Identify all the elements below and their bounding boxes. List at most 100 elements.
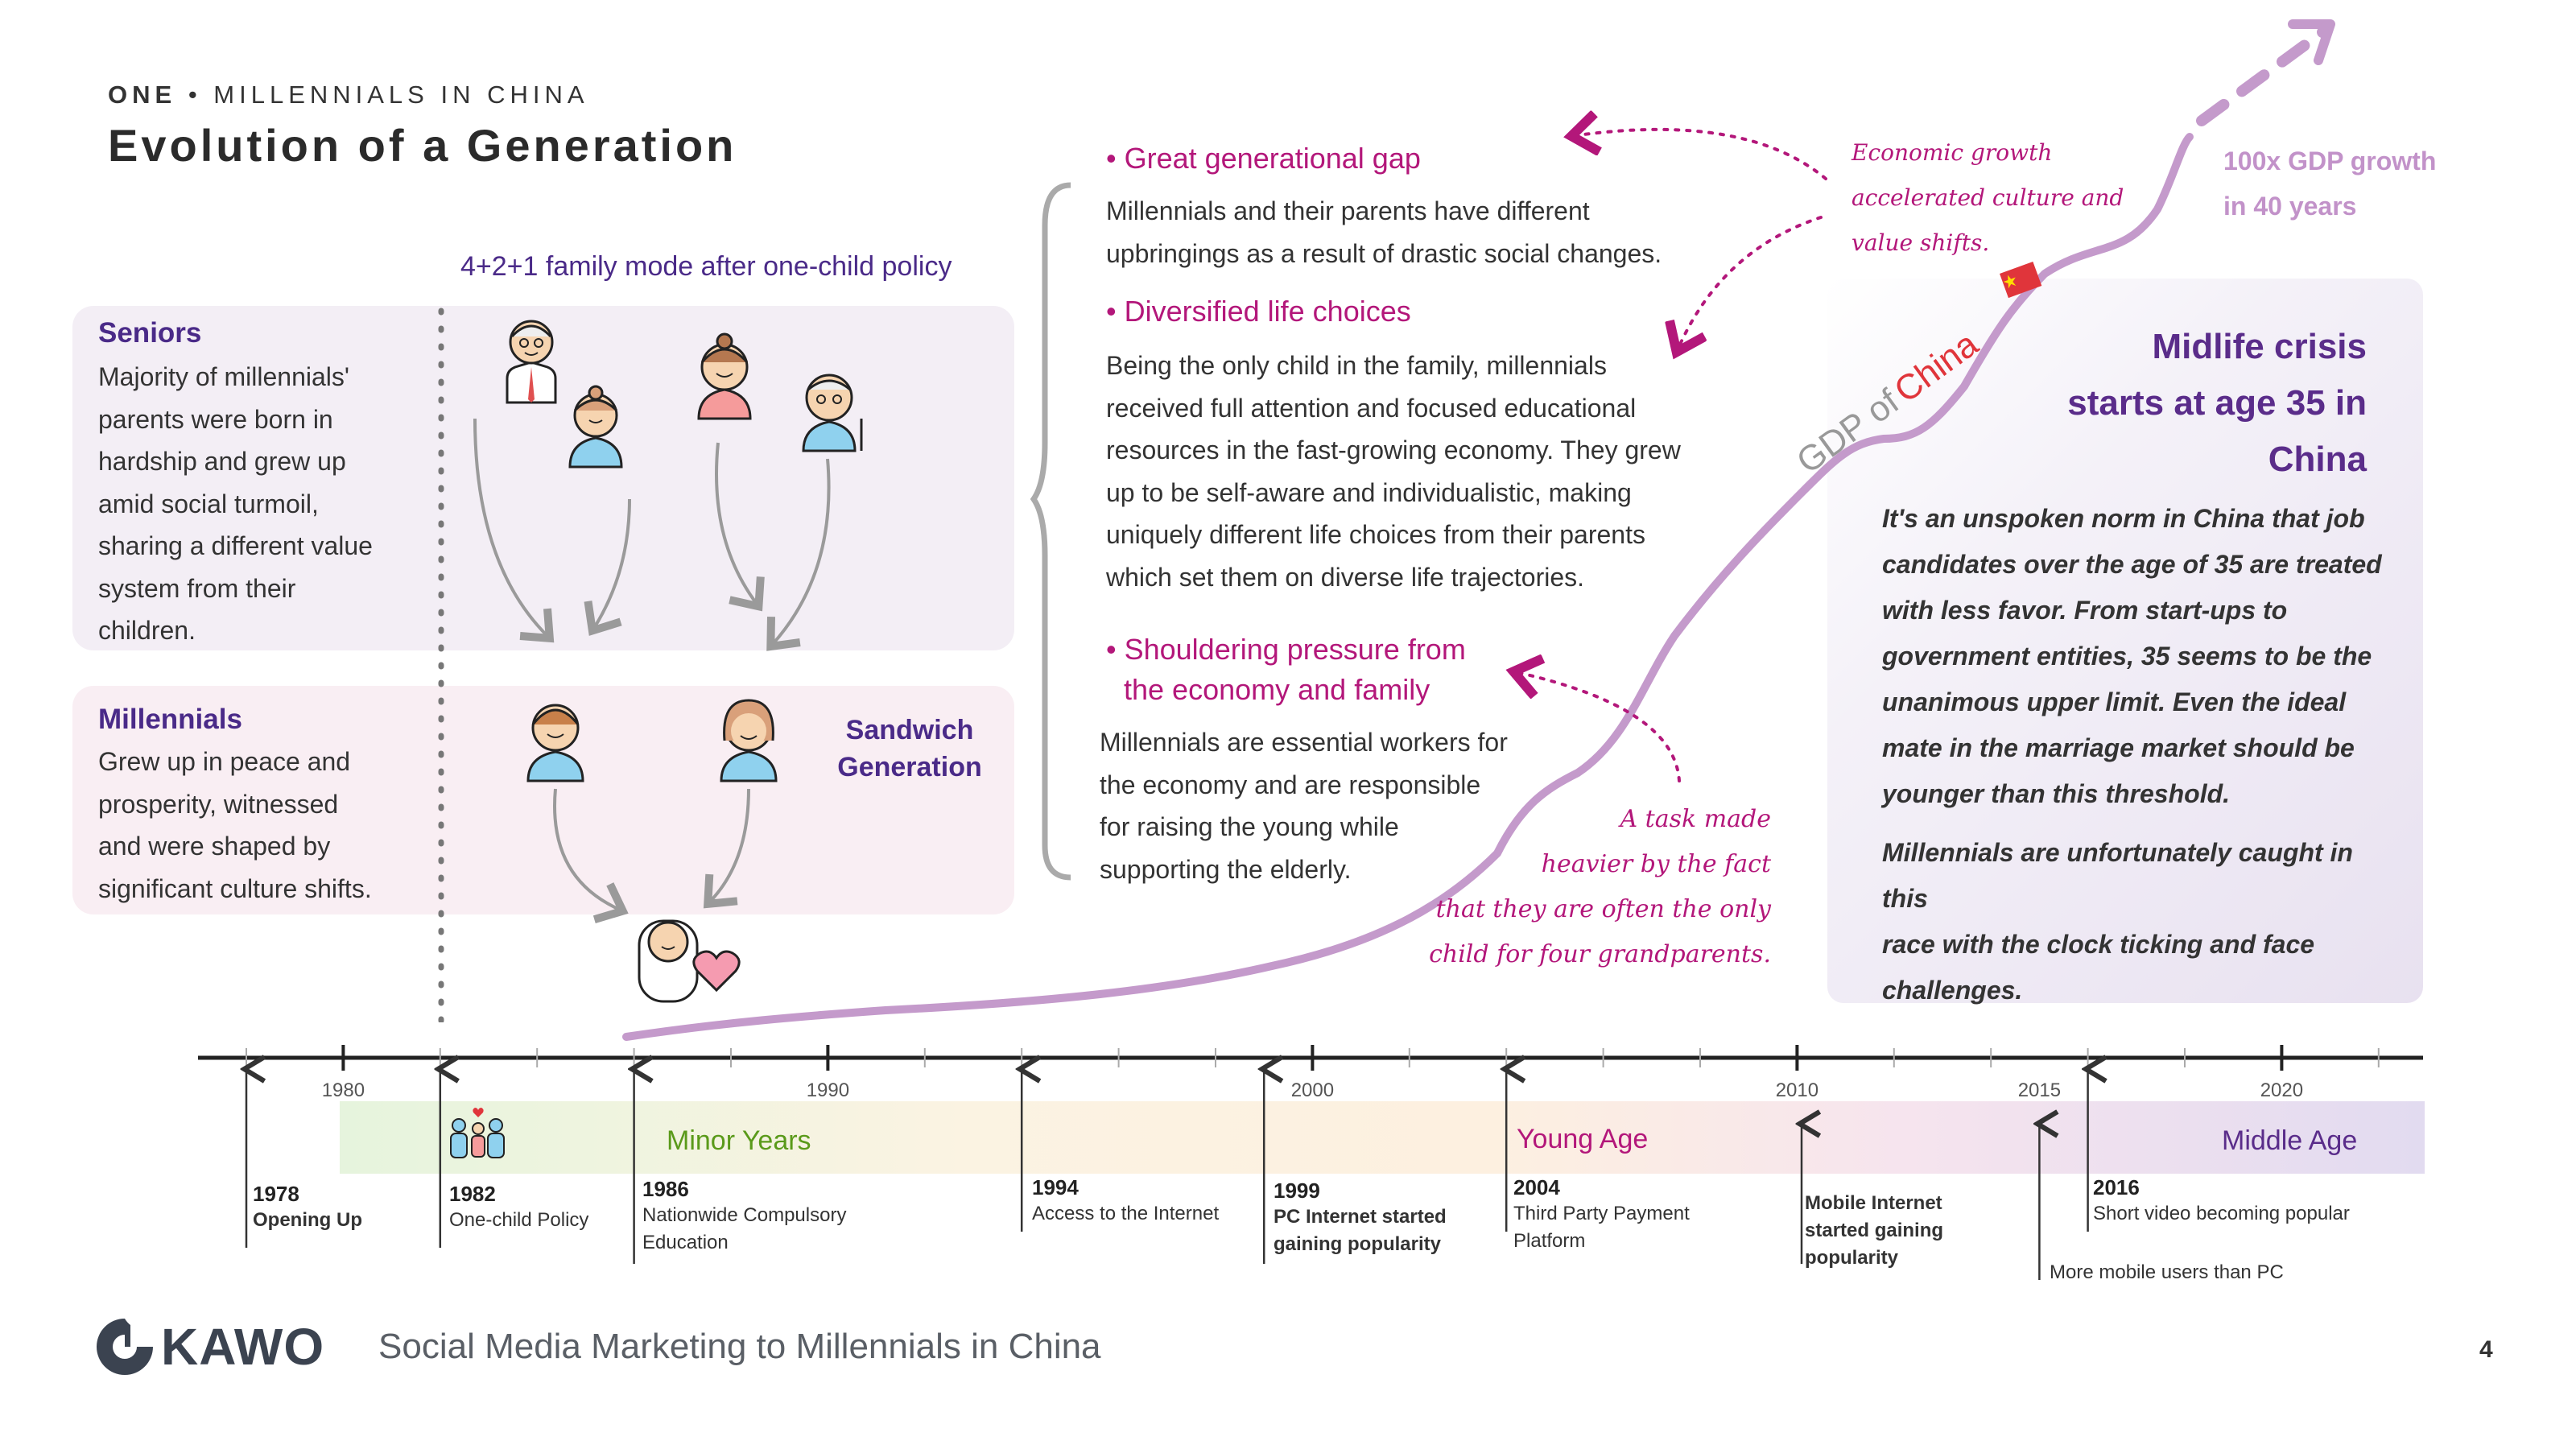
section-text-pressure: Millennials are essential workers for th… — [1100, 721, 1615, 890]
midlife-crisis-text: It's an unspoken norm in China that job … — [1882, 496, 2397, 1013]
page-number: 4 — [2479, 1336, 2493, 1363]
crisis-line: mate in the marriage market should be — [1882, 733, 2355, 762]
section-line: supporting the elderly. — [1100, 854, 1352, 884]
sandwich-line: Generation — [837, 752, 982, 782]
section-title-pressure: • Shouldering pressure from the economy … — [1106, 630, 1466, 710]
seniors-text: Majority of millennials' parents were bo… — [98, 356, 436, 652]
crisis-line: Millennials are unfortunately caught in … — [1882, 838, 2353, 913]
note-line: A task made — [1620, 805, 1771, 833]
event-year: 1994 — [1032, 1175, 1079, 1199]
timeline-tick-label: 2015 — [2018, 1080, 2061, 1101]
gdp-label-part: GDP of — [1790, 382, 1907, 481]
event-1994: 1994 Access to the Internet — [1032, 1175, 1219, 1228]
event-text: Short video becoming popular — [2093, 1203, 2350, 1224]
event-year: 1978 — [253, 1182, 299, 1206]
millennials-title: Millennials — [98, 704, 242, 735]
phase-middle-age: Middle Age — [2222, 1125, 2357, 1156]
kawo-logo-icon — [97, 1319, 153, 1375]
event-text: Mobile Internet — [1805, 1192, 1942, 1214]
crisis-line: government entities, 35 seems to be the — [1882, 642, 2372, 671]
sandwich-line: Sandwich — [845, 715, 974, 745]
midlife-crisis-title: Midlife crisis starts at age 35 in China — [1948, 319, 2367, 488]
annotation-arrow — [1578, 130, 1827, 180]
section-line: resources in the fast-growing economy. T… — [1106, 436, 1681, 464]
seniors-line: parents were born in — [98, 404, 333, 434]
event-1982: 1982 One-child Policy — [449, 1182, 588, 1234]
event-arrows — [246, 1069, 2088, 1280]
event-1999: 1999 PC Internet started gaining popular… — [1274, 1179, 1447, 1258]
gdp-arrow-dashed — [2196, 27, 2328, 126]
grandfather-icon — [802, 374, 863, 452]
section-bracket — [1030, 182, 1071, 881]
life-phase-band — [340, 1101, 2425, 1174]
timeline-tick-label: 1980 — [322, 1080, 365, 1101]
section-line: uniquely different life choices from the… — [1106, 520, 1645, 549]
section-number: ONE — [108, 80, 177, 109]
gdp-curve-label: GDP of China — [1790, 324, 1986, 481]
section-line: Being the only child in the family, mill… — [1106, 351, 1607, 380]
policy-label: 4+2+1 family mode after one-child policy — [460, 251, 952, 282]
section-line: Millennials and their parents have diffe… — [1106, 196, 1590, 225]
crisis-title-line: Midlife crisis — [2152, 327, 2367, 366]
china-flag-icon — [2000, 261, 2042, 299]
millennials-line: Grew up in peace and — [98, 747, 351, 776]
event-text: Platform — [1513, 1230, 1586, 1252]
note-line: accelerated culture and — [1852, 184, 2124, 211]
seniors-title: Seniors — [98, 317, 202, 349]
crisis-line: race with the clock ticking and face — [1882, 930, 2315, 959]
seniors-line: amid social turmoil, — [98, 489, 319, 518]
crisis-line: unanimous upper limit. Even the ideal — [1882, 687, 2347, 716]
event-text: PC Internet started — [1274, 1206, 1447, 1228]
section-text-gap: Millennials and their parents have diffe… — [1106, 190, 1750, 275]
event-1978: 1978 Opening Up — [253, 1182, 362, 1234]
event-text: Third Party Payment — [1513, 1203, 1690, 1224]
section-line: received full attention and focused educ… — [1106, 393, 1637, 423]
millennials-text: Grew up in peace and prosperity, witness… — [98, 741, 452, 910]
footer-subtitle: Social Media Marketing to Millennials in… — [378, 1327, 1101, 1366]
note-line: value shifts. — [1852, 229, 1990, 256]
event-1986: 1986 Nationwide Compulsory Education — [642, 1177, 846, 1257]
grandmother-icon — [568, 385, 623, 469]
event-text: One-child Policy — [449, 1209, 589, 1231]
note-line: in 40 years — [2223, 192, 2357, 221]
event-text: Education — [642, 1232, 729, 1253]
section-title-line: • Shouldering pressure from — [1106, 633, 1466, 666]
section-line: which set them on diverse life trajector… — [1106, 562, 1585, 592]
section-eyebrow: ONE • MILLENNIALS IN CHINA — [108, 80, 589, 109]
phase-young-age: Young Age — [1517, 1124, 1648, 1154]
crisis-line: It's an unspoken norm in China that job — [1882, 504, 2365, 533]
note-line: Economic growth — [1852, 139, 2053, 166]
event-text: started gaining — [1805, 1220, 1944, 1241]
section-line: upbringings as a result of drastic socia… — [1106, 238, 1662, 268]
event-text: Opening Up — [253, 1209, 362, 1231]
heart-icon — [692, 950, 741, 993]
seniors-panel — [72, 306, 1014, 650]
crisis-title-line: China — [2268, 440, 2367, 479]
event-year: 2004 — [1513, 1175, 1560, 1199]
page-title: Evolution of a Generation — [108, 120, 737, 171]
event-mobile-users: More mobile users than PC — [2050, 1259, 2284, 1286]
event-text: Access to the Internet — [1032, 1203, 1220, 1224]
section-title-gap: • Great generational gap — [1106, 142, 1421, 175]
event-year: 2016 — [2093, 1175, 2140, 1199]
gdp-growth-note: 100x GDP growth in 40 years — [2223, 138, 2436, 229]
note-line: 100x GDP growth — [2223, 147, 2437, 175]
family-icon — [450, 1108, 505, 1158]
timeline-tick-label: 1990 — [807, 1080, 849, 1101]
midlife-crisis-panel — [1827, 279, 2423, 1003]
economic-growth-note: Economic growth accelerated culture and … — [1852, 130, 2124, 266]
note-line: child for four grandparents. — [1429, 940, 1771, 968]
mother-icon — [720, 699, 778, 782]
crisis-line: challenges. — [1882, 976, 2023, 1005]
annotation-arrow — [1679, 216, 1823, 346]
gdp-growth-curve — [622, 133, 2194, 1041]
grandmother-icon — [697, 332, 752, 420]
note-line: heavier by the fact — [1541, 850, 1771, 878]
grandfather-icon — [506, 320, 557, 404]
event-2016: 2016 Short video becoming popular — [2093, 1175, 2350, 1228]
millennials-line: and were shaped by — [98, 832, 331, 861]
gdp-arrow-head — [2288, 19, 2335, 65]
section-line: up to be self-aware and individualistic,… — [1106, 477, 1632, 507]
section-line: the economy and are responsible — [1100, 770, 1481, 799]
